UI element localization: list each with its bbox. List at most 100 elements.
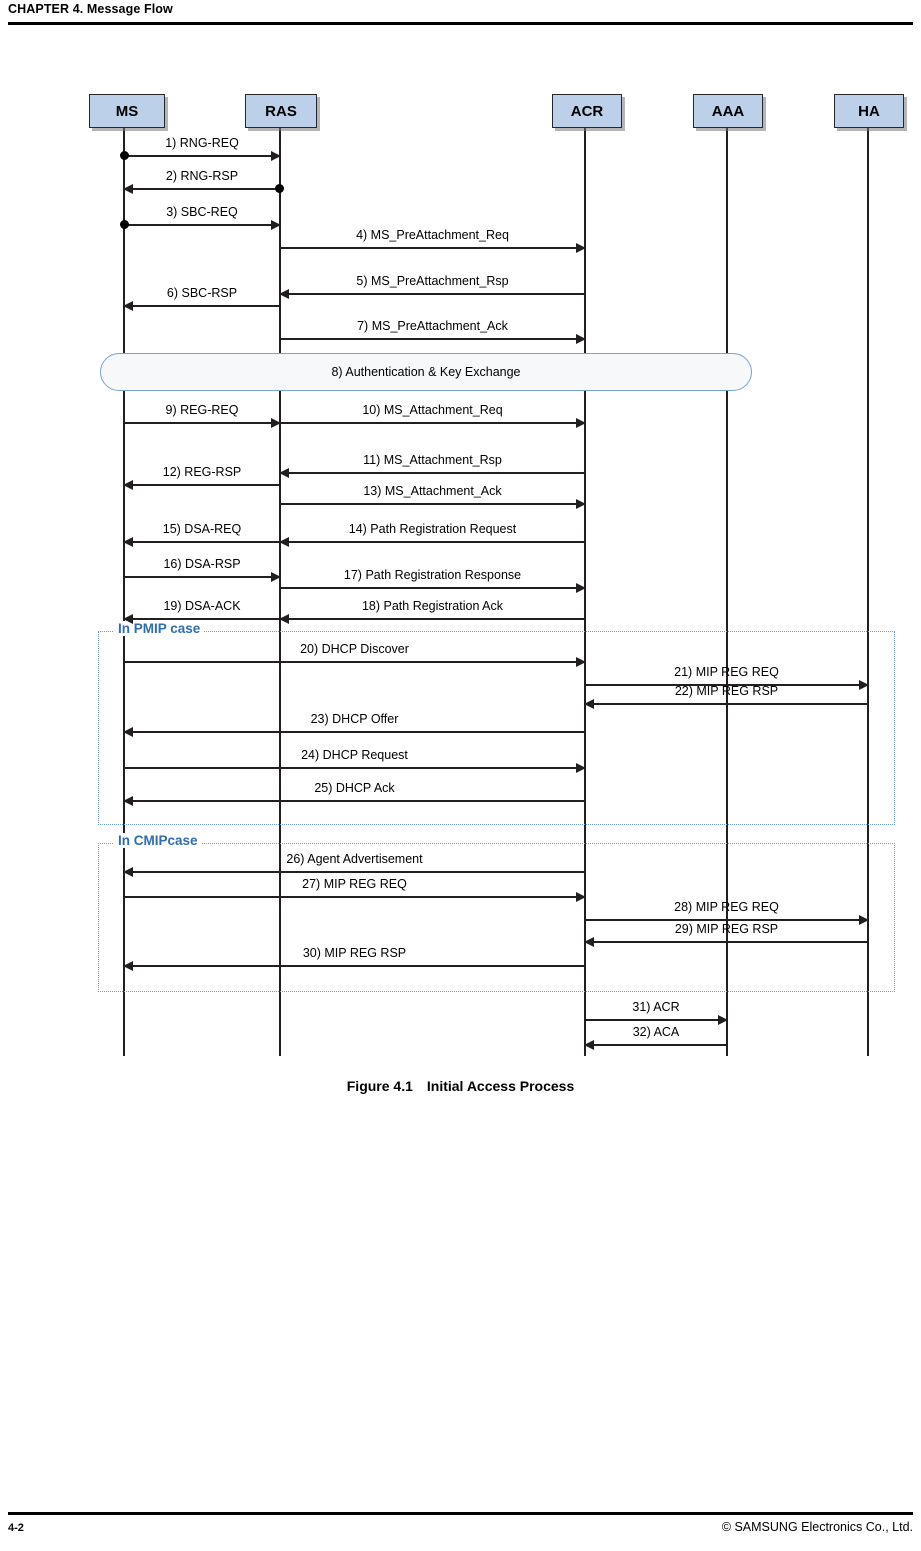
actor-box-aaa[interactable]: AAA bbox=[693, 94, 763, 128]
message-line bbox=[124, 896, 585, 898]
arrowhead-icon bbox=[279, 537, 289, 547]
message-line bbox=[124, 965, 585, 967]
case-label: In PMIP case bbox=[114, 621, 205, 636]
message-label: 29) MIP REG RSP bbox=[674, 922, 779, 936]
message-label: 14) Path Registration Request bbox=[348, 522, 517, 536]
actor-box-ms[interactable]: MS bbox=[89, 94, 165, 128]
footer-rule bbox=[8, 1512, 913, 1515]
arrowhead-icon bbox=[123, 796, 133, 806]
arrowhead-icon bbox=[279, 468, 289, 478]
origin-dot-icon bbox=[275, 184, 284, 193]
message-label: 15) DSA-REQ bbox=[162, 522, 242, 536]
message-label: 11) MS_Attachment_Rsp bbox=[363, 453, 502, 467]
message-line bbox=[280, 293, 585, 295]
message-label: 4) MS_PreAttachment_Req bbox=[356, 228, 509, 242]
message-line bbox=[280, 618, 585, 620]
arrowhead-icon bbox=[271, 151, 281, 161]
message-label: 32) ACA bbox=[632, 1025, 680, 1039]
message-label: 10) MS_Attachment_Req bbox=[362, 403, 503, 417]
message-label: 26) Agent Advertisement bbox=[286, 852, 423, 866]
figure-number: Figure 4.1 bbox=[346, 1078, 413, 1094]
message-label: 28) MIP REG REQ bbox=[674, 900, 779, 914]
message-label: 20) DHCP Discover bbox=[300, 642, 409, 656]
arrowhead-icon bbox=[576, 418, 586, 428]
arrowhead-icon bbox=[576, 763, 586, 773]
arrowhead-icon bbox=[576, 499, 586, 509]
actor-box-acr[interactable]: ACR bbox=[552, 94, 622, 128]
arrowhead-icon bbox=[271, 572, 281, 582]
arrowhead-icon bbox=[576, 334, 586, 344]
message-label: 3) SBC-REQ bbox=[166, 205, 238, 219]
message-line bbox=[124, 661, 585, 663]
page-number: 4-2 bbox=[8, 1522, 24, 1534]
actor-box-ha[interactable]: HA bbox=[834, 94, 904, 128]
message-line bbox=[124, 767, 585, 769]
message-label: 19) DSA-ACK bbox=[163, 599, 241, 613]
arrowhead-icon bbox=[279, 289, 289, 299]
message-label: 12) REG-RSP bbox=[162, 465, 242, 479]
message-line bbox=[585, 703, 868, 705]
message-label: 17) Path Registration Response bbox=[343, 568, 522, 582]
message-label: 2) RNG-RSP bbox=[165, 169, 239, 183]
message-line bbox=[585, 684, 868, 686]
message-line bbox=[124, 541, 280, 543]
arrowhead-icon bbox=[123, 480, 133, 490]
message-label: 22) MIP REG RSP bbox=[674, 684, 779, 698]
message-line bbox=[280, 247, 585, 249]
message-label: 16) DSA-RSP bbox=[163, 557, 241, 571]
message-line bbox=[124, 422, 280, 424]
message-line bbox=[280, 541, 585, 543]
arrowhead-icon bbox=[584, 937, 594, 947]
figure-title: Initial Access Process bbox=[426, 1078, 575, 1094]
message-line bbox=[124, 618, 280, 620]
message-line bbox=[124, 305, 280, 307]
figure-caption: Figure 4.1 Initial Access Process bbox=[0, 1078, 921, 1094]
sequence-diagram: In PMIP case In CMIPcase MS RAS ACR AAA HA 1) R… bbox=[89, 94, 904, 1056]
message-label: 5) MS_PreAttachment_Rsp bbox=[356, 274, 509, 288]
arrowhead-icon bbox=[584, 1040, 594, 1050]
arrowhead-icon bbox=[279, 614, 289, 624]
message-line bbox=[280, 338, 585, 340]
lifeline-ras bbox=[279, 128, 281, 1056]
message-label: 25) DHCP Ack bbox=[314, 781, 395, 795]
message-line bbox=[124, 224, 280, 226]
message-label: 24) DHCP Request bbox=[301, 748, 408, 762]
arrowhead-icon bbox=[859, 680, 869, 690]
lifeline-aaa bbox=[726, 128, 728, 1056]
message-line bbox=[124, 484, 280, 486]
message-line bbox=[124, 188, 280, 190]
message-label: 6) SBC-RSP bbox=[166, 286, 238, 300]
message-line bbox=[124, 871, 585, 873]
arrowhead-icon bbox=[718, 1015, 728, 1025]
case-label: In CMIPcase bbox=[114, 833, 202, 848]
arrowhead-icon bbox=[576, 892, 586, 902]
arrowhead-icon bbox=[123, 537, 133, 547]
message-line bbox=[124, 576, 280, 578]
arrowhead-icon bbox=[576, 583, 586, 593]
message-line bbox=[124, 800, 585, 802]
message-line bbox=[585, 1019, 727, 1021]
actor-box-ras[interactable]: RAS bbox=[245, 94, 317, 128]
arrowhead-icon bbox=[271, 220, 281, 230]
message-line bbox=[280, 503, 585, 505]
message-line bbox=[280, 422, 585, 424]
message-line bbox=[585, 941, 868, 943]
authentication-block[interactable]: 8) Authentication & Key Exchange bbox=[100, 353, 752, 391]
arrowhead-icon bbox=[123, 867, 133, 877]
message-label: 1) RNG-REQ bbox=[165, 136, 239, 150]
message-label: 21) MIP REG REQ bbox=[674, 665, 779, 679]
message-label: 23) DHCP Offer bbox=[310, 712, 399, 726]
message-line bbox=[585, 1044, 727, 1046]
message-label: 31) ACR bbox=[632, 1000, 680, 1014]
message-line bbox=[124, 155, 280, 157]
message-label: 18) Path Registration Ack bbox=[361, 599, 504, 613]
lifeline-ms bbox=[123, 128, 125, 1056]
origin-dot-icon bbox=[120, 151, 129, 160]
message-line bbox=[280, 472, 585, 474]
message-line bbox=[585, 919, 868, 921]
case-frame-0 bbox=[98, 631, 895, 825]
message-label: 27) MIP REG REQ bbox=[302, 877, 407, 891]
arrowhead-icon bbox=[271, 418, 281, 428]
copyright-notice: © SAMSUNG Electronics Co., Ltd. bbox=[721, 1520, 913, 1534]
arrowhead-icon bbox=[123, 184, 133, 194]
